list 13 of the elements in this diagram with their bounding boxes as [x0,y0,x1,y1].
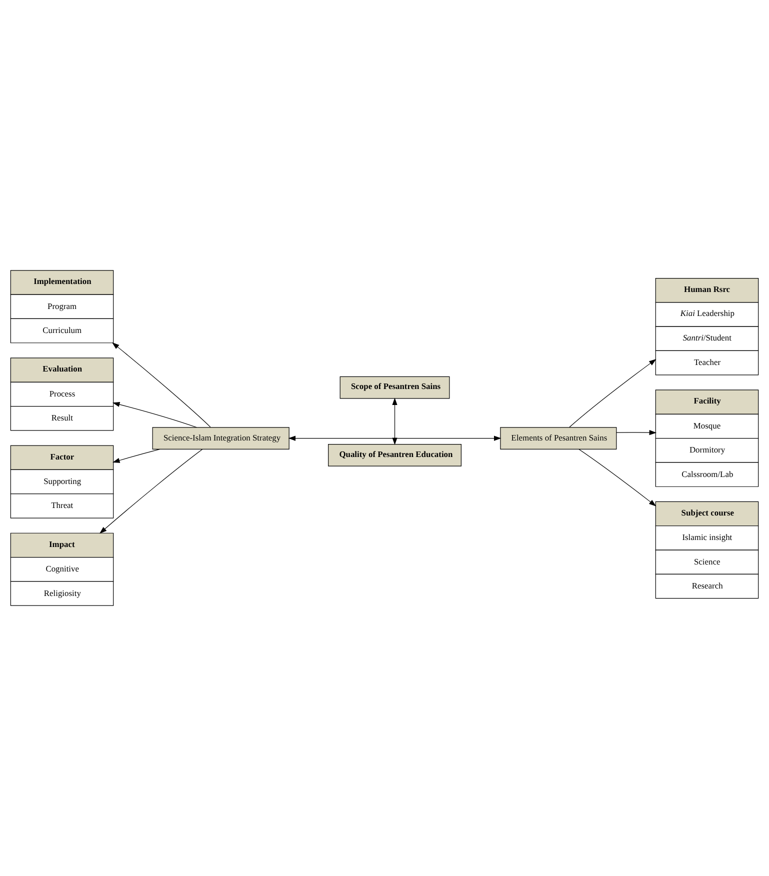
node-box: Science-Islam Integration Strategy [152,427,290,450]
arrow [112,342,211,428]
arrow [112,448,160,463]
arrow [569,358,656,428]
arrow [99,448,203,534]
arrow [616,430,657,436]
node-box: Elements of Pesantren Sains [500,427,617,450]
arrow [578,448,656,506]
arrow [392,398,398,446]
node-box: Scope of Pesantren Sains [340,376,450,399]
arrow [288,436,502,441]
node-box: Quality of Pesantren Education [328,444,462,466]
arrow [112,402,197,428]
